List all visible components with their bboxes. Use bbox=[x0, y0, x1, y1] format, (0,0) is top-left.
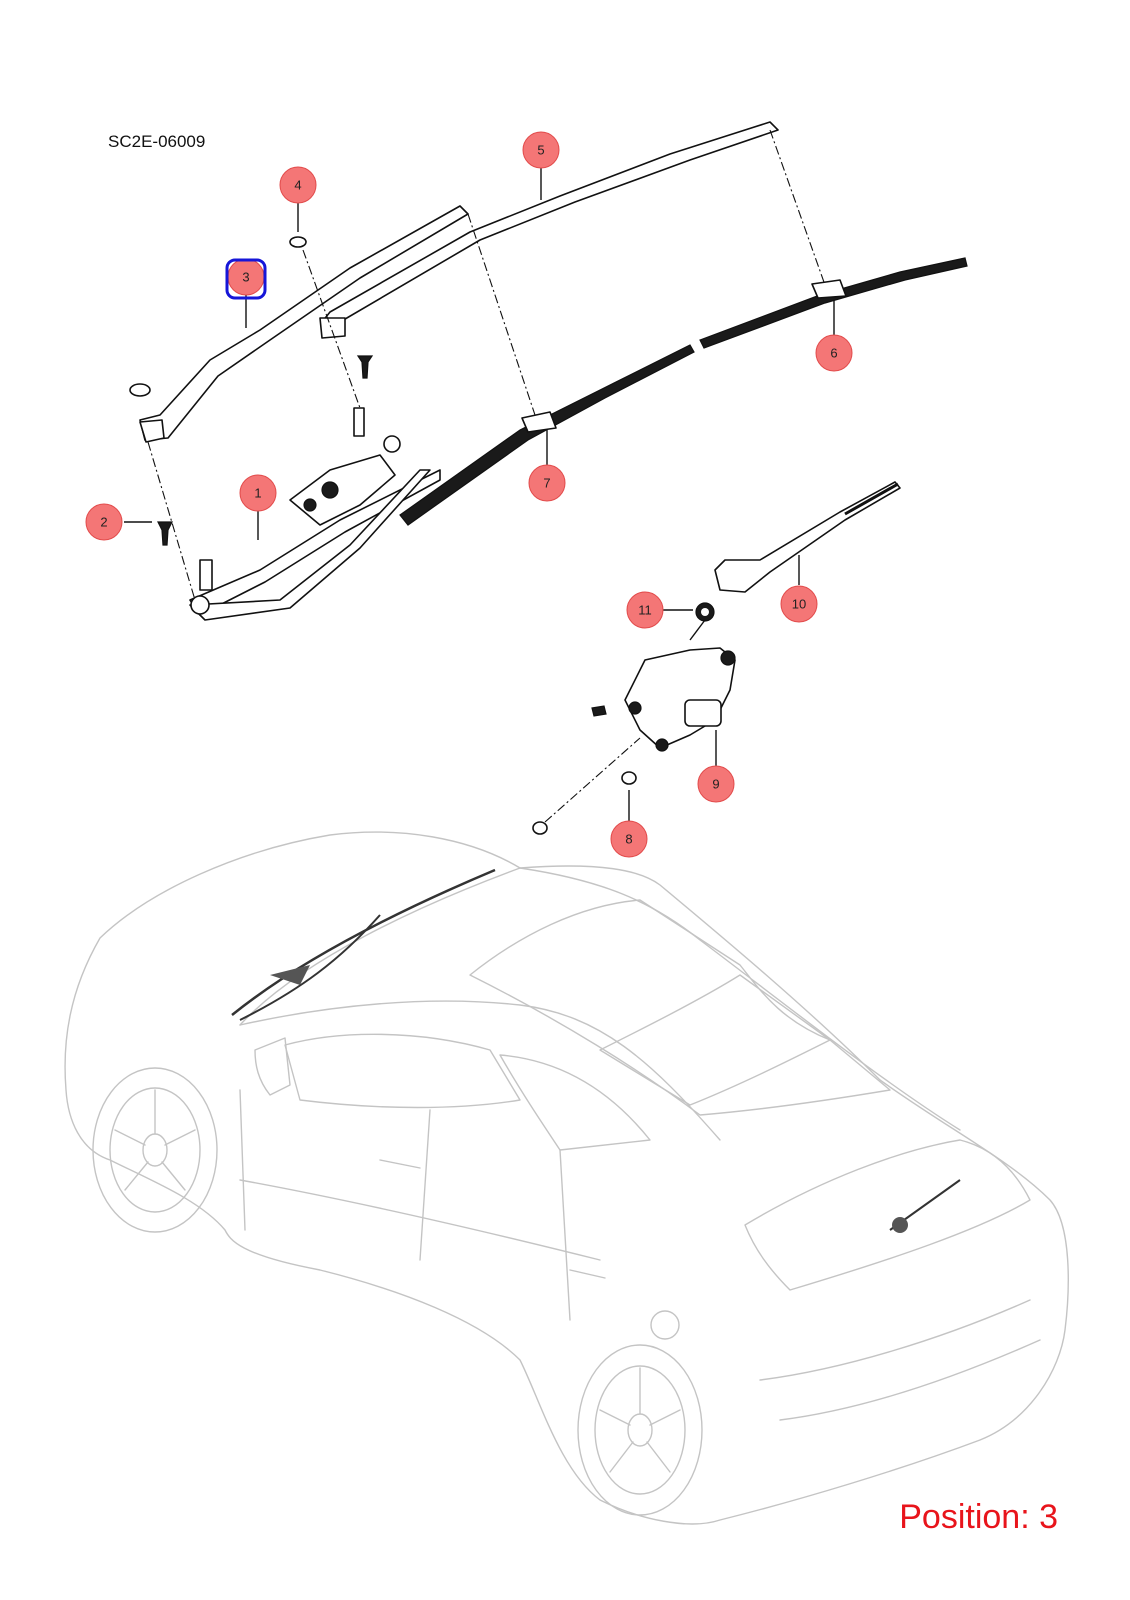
part-5-wiper-arm bbox=[321, 121, 779, 323]
selection-highlight bbox=[225, 258, 267, 300]
wiper-motor bbox=[289, 454, 396, 526]
callout-8-label: 8 bbox=[625, 832, 632, 847]
callout-2[interactable]: 2 bbox=[85, 503, 123, 541]
callout-5-label: 5 bbox=[537, 143, 544, 158]
bolt-part-2 bbox=[157, 521, 173, 546]
cap-part-4 bbox=[289, 236, 307, 248]
callout-3-label: 3 bbox=[242, 270, 249, 285]
part-6-wiper-blade bbox=[699, 257, 968, 349]
part-9-rear-motor bbox=[624, 647, 736, 749]
front-wiper-parts bbox=[129, 121, 968, 621]
callout-11[interactable]: 11 bbox=[626, 591, 664, 629]
rear-wiper-parts bbox=[532, 481, 901, 835]
callout-10[interactable]: 10 bbox=[780, 585, 818, 623]
callout-6[interactable]: 6 bbox=[815, 334, 853, 372]
callout-9-label: 9 bbox=[712, 777, 719, 792]
part-8-washer bbox=[621, 771, 637, 785]
cap-left bbox=[129, 383, 151, 397]
callout-11-label: 11 bbox=[638, 603, 652, 618]
callout-1-label: 1 bbox=[254, 486, 261, 501]
callout-6-label: 6 bbox=[830, 346, 837, 361]
callout-4[interactable]: 4 bbox=[279, 166, 317, 204]
diagram-code: SC2E-06009 bbox=[108, 132, 206, 151]
callout-7-label: 7 bbox=[543, 476, 550, 491]
callout-2-label: 2 bbox=[100, 515, 107, 530]
car-illustration bbox=[64, 831, 1069, 1525]
callout-5[interactable]: 5 bbox=[522, 131, 560, 169]
callout-4-label: 4 bbox=[294, 178, 301, 193]
callouts: 1 2 3 4 5 6 7 8 bbox=[85, 131, 853, 858]
callout-8[interactable]: 8 bbox=[610, 820, 648, 858]
callout-1[interactable]: 1 bbox=[239, 474, 277, 512]
callout-3[interactable]: 3 bbox=[225, 258, 267, 300]
callout-7[interactable]: 7 bbox=[528, 464, 566, 502]
callout-leaders bbox=[124, 165, 835, 822]
callout-9[interactable]: 9 bbox=[697, 765, 735, 803]
callout-10-label: 10 bbox=[792, 597, 806, 612]
position-label: Position: 3 bbox=[899, 1498, 1058, 1536]
